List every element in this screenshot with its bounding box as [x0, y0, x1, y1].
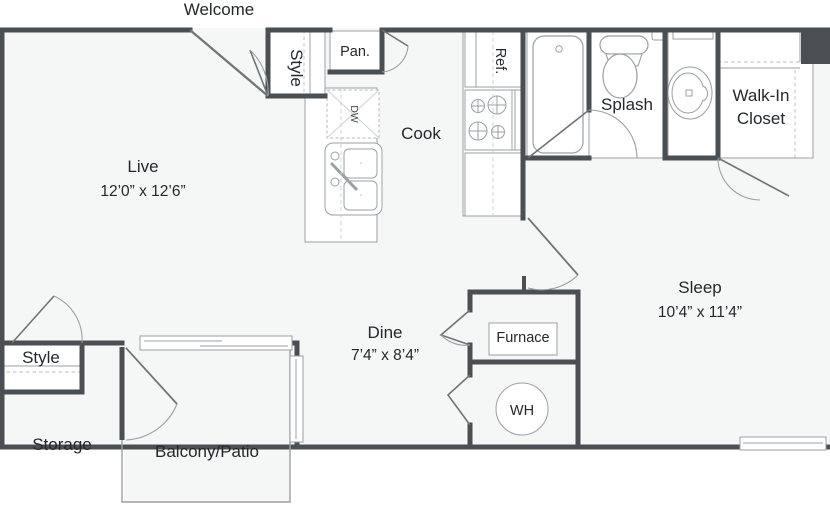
bathtub-icon [532, 35, 584, 154]
entry-door-swing-icon [189, 29, 269, 97]
bathroom-door-icon [527, 109, 638, 159]
room-label-sleep: Sleep [678, 278, 721, 297]
furnace-box [488, 322, 558, 356]
labels-layer: Welcome Live 12’0” x 12’6” Cook Splash S… [22, 0, 789, 461]
hall-door-icon [522, 217, 579, 292]
structural-column-icon [801, 28, 830, 64]
room-dim-live: 12’0” x 12’6” [100, 183, 185, 200]
closet-label-walkin-line1: Walk-In [733, 86, 790, 105]
windows-layer [139, 335, 827, 451]
walkin-closet-door-icon [717, 157, 790, 201]
closet-shelf-lines [0, 30, 311, 373]
furnace-door-icon [439, 309, 471, 346]
room-label-splash: Splash [601, 95, 653, 114]
style-closet-door-icon [11, 295, 83, 344]
room-label-cook: Cook [401, 124, 441, 143]
vanity-sink-icon [667, 31, 714, 120]
kitchen-fixtures: Pan. DW Ref. [324, 30, 522, 242]
room-dim-sleep: 10’4” x 11’4” [658, 304, 742, 321]
kitchen-sink-icon [324, 142, 383, 216]
waterheater-label: WH [510, 403, 534, 419]
dine-window-icon [289, 355, 304, 443]
pantry-door-icon [381, 29, 409, 73]
closet-label-style-lower: Style [22, 348, 60, 367]
sleep-window-icon [739, 436, 827, 451]
room-label-storage: Storage [32, 435, 92, 454]
sliding-glass-door-icon [139, 335, 293, 351]
furnace-label: Furnace [496, 330, 549, 346]
room-dim-dine: 7’4” x 8’4” [351, 347, 419, 364]
pantry-label: Pan. [340, 44, 370, 60]
welcome-label: Welcome [184, 0, 255, 19]
room-label-dine: Dine [368, 323, 403, 342]
toilet-icon [599, 30, 667, 99]
utility-fixtures: Furnace WH [488, 322, 558, 436]
room-label-live: Live [127, 157, 158, 176]
waterheater-circle [495, 382, 549, 436]
walkin-closet-shelving [718, 30, 801, 158]
dishwasher-icon: DW [326, 89, 380, 139]
closet-label-walkin-line2: Closet [737, 109, 785, 128]
room-label-balcony: Balcony/Patio [155, 442, 259, 461]
stove-burners-icon [464, 31, 522, 217]
dishwasher-label: DW [348, 105, 360, 123]
doors-layer [11, 29, 790, 441]
refrigerator-label: Ref. [492, 48, 508, 75]
walls-layer [0, 27, 830, 450]
waterheater-door-icon [446, 374, 471, 426]
exterior-cutouts [0, 448, 830, 513]
closet-label-style-entry: Style [287, 49, 306, 87]
balcony-door-icon [125, 347, 178, 441]
pantry-fixture: Pan. [329, 30, 383, 72]
